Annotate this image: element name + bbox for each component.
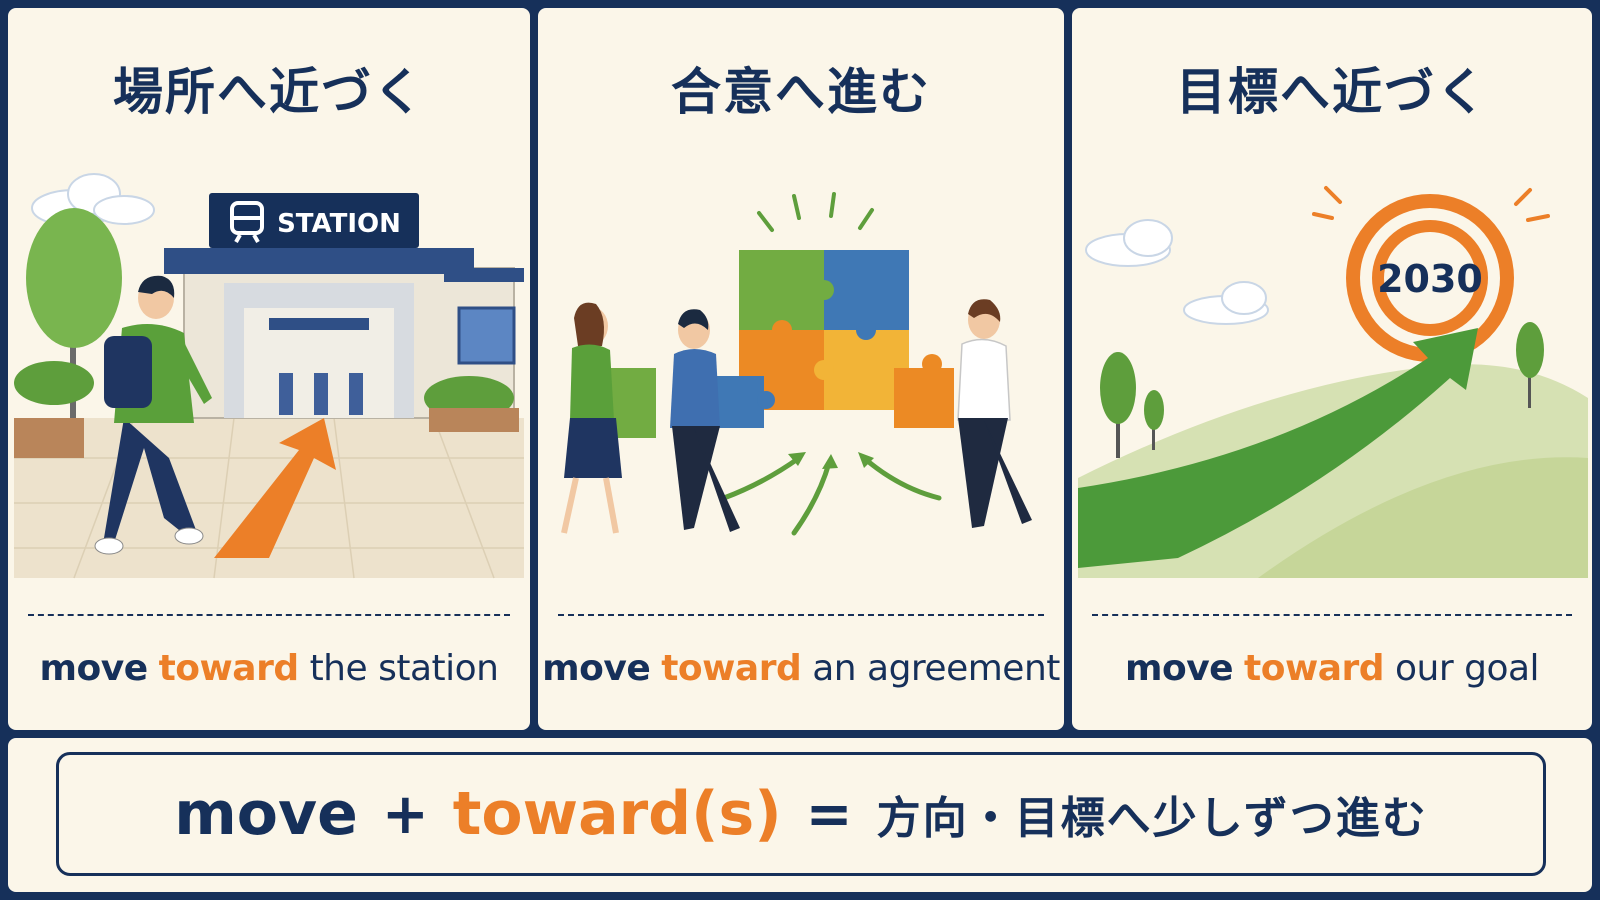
goal-illustration: 2030 (1078, 186, 1588, 578)
phrase-verb: move (1124, 648, 1234, 689)
formula-plus: + (381, 781, 429, 847)
sparkle-icon (1312, 186, 1550, 222)
puzzle-piece-orange (894, 368, 954, 428)
station-illustration: STATION (14, 173, 524, 579)
phrase-object: an agreement (812, 648, 1060, 689)
sparkle-icon (757, 192, 874, 232)
panel-title: 場所へ近づく (113, 63, 425, 121)
tree-icon (14, 208, 122, 418)
panel-agreement: 合意へ進む (538, 8, 1064, 730)
arrow-icon (1078, 328, 1478, 568)
station-sign-label: STATION (277, 209, 401, 239)
panel-station: 場所へ近づく (8, 8, 530, 730)
formula-equals: = (805, 781, 853, 847)
formula-meaning: 方向・目標へ少しずつ進む (876, 793, 1428, 844)
panel-title: 目標へ近づく (1176, 63, 1488, 121)
example-phrase: move toward the station (8, 648, 530, 689)
formula-preposition: toward(s) (452, 779, 782, 849)
example-phrase: move toward an agreement (538, 648, 1064, 689)
phrase-preposition: toward (1244, 648, 1385, 689)
bush-icon (14, 376, 519, 458)
person-icon (957, 299, 1032, 528)
converging-arrows-icon (721, 455, 942, 536)
agreement-illustration (561, 192, 1032, 536)
formula-verb: move (174, 779, 358, 849)
arrow-icon (214, 418, 336, 558)
target-year-label: 2030 (1377, 257, 1483, 301)
phrase-object: the station (309, 648, 499, 689)
phrase-preposition: toward (661, 648, 802, 689)
panel-goal: 目標へ近づく 2030 (1072, 8, 1592, 730)
formula-band: move + toward(s) = 方向・目標へ少しずつ進む (8, 738, 1592, 892)
phrase-preposition: toward (158, 648, 300, 689)
puzzle-icon (739, 250, 909, 410)
example-phrase: move toward our goal (1072, 648, 1592, 689)
phrase-verb: move (542, 648, 651, 689)
panel-title: 合意へ進む (671, 63, 931, 121)
cloud-icon (1085, 219, 1269, 325)
phrase-verb: move (39, 648, 149, 689)
divider (1092, 614, 1572, 616)
person-icon (561, 302, 622, 534)
station-building (164, 193, 524, 419)
target-icon (1346, 194, 1514, 362)
phrase-object: our goal (1395, 648, 1540, 689)
divider (28, 614, 510, 616)
person-icon (670, 309, 740, 532)
train-icon (230, 201, 264, 243)
person-walking-icon (94, 275, 212, 555)
divider (558, 614, 1044, 616)
formula-box: move + toward(s) = 方向・目標へ少しずつ進む (56, 752, 1546, 876)
tree-icon (1100, 322, 1544, 458)
